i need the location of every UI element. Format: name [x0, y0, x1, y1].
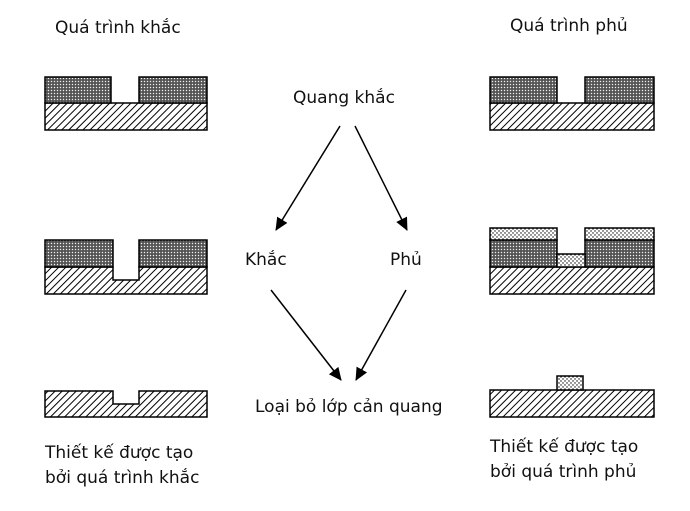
strip-resist-label: Loại bỏ lớp cản quang	[255, 397, 443, 417]
etch-result-substrate	[44, 390, 208, 418]
deposit-label: Phủ	[390, 250, 422, 270]
etch-label: Khắc	[245, 250, 287, 270]
deposit-result-substrate	[489, 389, 655, 418]
etch-caption-line2: bởi quá trình khắc	[45, 468, 200, 488]
arrow-to-deposit	[354, 125, 408, 231]
etch-caption-line1: Thiết kế được tạo	[45, 443, 194, 463]
photolithography-label: Quang khắc	[293, 88, 395, 108]
deposit-step2-substrate	[489, 266, 655, 295]
deposit-step2-resist-right	[584, 239, 655, 268]
deposit-step2-film-left	[489, 227, 558, 241]
arrow-deposit-to-strip	[355, 289, 407, 381]
deposit-process-title: Quá trình phủ	[510, 16, 628, 36]
etch-step1-stack	[44, 76, 208, 131]
etch-step1-resist-left	[44, 76, 112, 104]
deposit-step1-resist-right	[584, 76, 655, 104]
etch-step2-resist-left	[44, 239, 114, 268]
deposit-caption-line2: bởi quá trình phủ	[490, 462, 637, 482]
deposit-step1-substrate	[489, 102, 655, 131]
etch-process-title: Quá trình khắc	[55, 18, 181, 38]
deposit-step1-stack	[489, 76, 655, 131]
deposit-result-stack	[489, 375, 655, 418]
etch-step1-resist-right	[138, 76, 208, 104]
deposit-step1-resist-left	[489, 76, 558, 104]
etch-step1-substrate	[44, 102, 208, 131]
deposit-step2-film-center	[556, 253, 586, 268]
deposit-result-feature	[556, 375, 584, 391]
deposit-step2-stack	[489, 227, 655, 295]
arrow-etch-to-strip	[270, 289, 342, 381]
arrow-to-etch	[275, 125, 341, 231]
deposit-step2-film-right	[584, 227, 655, 241]
etch-step2-stack	[44, 239, 208, 295]
etch-step2-substrate	[44, 266, 208, 295]
deposit-caption-line1: Thiết kế được tạo	[490, 437, 639, 457]
deposit-step2-resist-left	[489, 239, 558, 268]
etch-step2-resist-right	[138, 239, 208, 268]
